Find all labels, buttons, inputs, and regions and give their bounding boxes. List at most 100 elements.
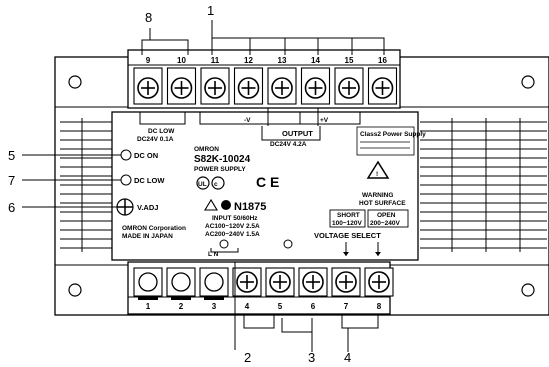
circle-mark-icon	[221, 200, 231, 210]
top-terminal-number: 14	[311, 56, 320, 65]
corp-sub: MADE IN JAPAN	[122, 233, 173, 240]
certification-marks: UL c	[196, 176, 231, 211]
bottom-terminal[interactable]: 6	[298, 267, 328, 311]
dc-low-rating: DC24V 0.1A	[137, 136, 174, 143]
class2-box	[356, 126, 415, 156]
voltage-select-label: VOLTAGE SELECT	[314, 231, 381, 240]
top-terminal[interactable]: 14	[300, 56, 331, 105]
unused-screw-icon	[138, 272, 158, 292]
top-terminal[interactable]: 10	[166, 56, 197, 105]
plus-v-label: +V	[320, 117, 329, 124]
svg-text:UL: UL	[198, 181, 207, 188]
cul-mark-icon	[211, 176, 225, 190]
output-title: OUTPUT	[282, 129, 313, 138]
brand-label: OMRON	[194, 146, 219, 153]
mounting-holes	[68, 75, 535, 297]
cover-bar	[138, 297, 158, 300]
hot-surface-text: HOT SURFACE	[359, 200, 406, 207]
bottom-terminal[interactable]: 3	[199, 267, 229, 311]
terminal-marks-label: L N	[208, 251, 219, 258]
bottom-terminal-number: 3	[212, 302, 217, 311]
open-label: OPEN	[377, 212, 396, 219]
cover-bar	[204, 297, 224, 300]
svg-text:c: c	[214, 181, 218, 188]
bottom-terminal-number: 5	[278, 302, 283, 311]
bottom-terminal-screws: 1 2 3 4 5 6 7 8	[133, 267, 394, 311]
output-rating: DC24V 4.2A	[270, 141, 307, 148]
bottom-terminal-number: 7	[344, 302, 349, 311]
ground-icon	[283, 239, 293, 249]
top-terminal-number: 13	[278, 56, 287, 65]
bottom-jumpers	[243, 314, 379, 333]
top-terminal[interactable]: 11	[200, 56, 230, 105]
bottom-terminal-number: 4	[245, 302, 250, 311]
top-terminal-number: 9	[146, 56, 151, 65]
top-terminal[interactable]: 12	[233, 56, 264, 105]
ac-symbol-icon	[219, 239, 229, 249]
unused-screw-icon	[171, 272, 191, 292]
triangle-mark-icon	[204, 198, 218, 211]
top-terminal[interactable]: 9	[133, 56, 163, 105]
bottom-terminal-number: 1	[146, 302, 151, 311]
warning-text: WARNING	[362, 192, 393, 199]
callout-4: 4	[344, 350, 351, 365]
short-label: SHORT	[337, 212, 360, 219]
callout-1: 1	[207, 3, 214, 18]
ac-terminal-marks	[210, 239, 293, 253]
corp-text: OMRON Corporation	[122, 225, 186, 232]
dc-low-title: DC LOW	[148, 128, 175, 135]
ce-mark: C E	[256, 174, 279, 190]
callout-3: 3	[308, 350, 315, 365]
callout-lines	[22, 20, 385, 352]
short-range: 100~120V	[332, 220, 362, 227]
label-panel	[111, 111, 419, 261]
bottom-terminal-number: 2	[179, 302, 184, 311]
top-terminal[interactable]: 13	[267, 56, 297, 105]
dc-low-led-label: DC LOW	[134, 176, 165, 185]
product-label: POWER SUPPLY	[194, 166, 246, 173]
mounting-hole-top-left	[68, 75, 82, 89]
v-adj-potentiometer[interactable]	[116, 198, 134, 216]
cover-bar	[171, 297, 191, 300]
panel-brackets	[139, 112, 361, 125]
ul-mark-icon	[196, 176, 210, 190]
input-line2: AC200~240V 1.5A	[205, 231, 260, 238]
input-title: INPUT 50/60Hz	[212, 215, 258, 222]
top-terminal-number: 12	[244, 56, 253, 65]
bottom-terminal[interactable]: 7	[331, 267, 361, 311]
bottom-terminal[interactable]: 4	[232, 267, 262, 311]
mounting-hole-bottom-right	[521, 283, 535, 297]
warning-icon	[366, 160, 390, 179]
top-terminal-screws: 9 10 11 12 13 14 15 16	[133, 56, 398, 105]
svg-text:!: !	[376, 171, 378, 178]
class2-text: Class2 Power Supply	[360, 131, 426, 138]
model-label: S82K-10024	[194, 154, 251, 165]
n-mark: N1875	[234, 201, 266, 213]
bottom-terminal-number: 8	[377, 302, 382, 311]
mounting-hole-bottom-left	[68, 283, 82, 297]
callout-8: 8	[145, 10, 152, 25]
callout-6: 6	[8, 200, 15, 215]
bottom-terminal-number: 6	[311, 302, 316, 311]
short-box	[329, 209, 366, 228]
unused-screw-icon	[204, 272, 224, 292]
top-terminal-number: 10	[177, 56, 186, 65]
top-terminal[interactable]: 15	[334, 56, 364, 105]
dc-on-label: DC ON	[134, 151, 158, 160]
callout-7: 7	[8, 173, 15, 188]
v-adj-label: V.ADJ	[137, 203, 158, 212]
bottom-terminal[interactable]: 8	[364, 267, 394, 311]
bottom-terminal[interactable]: 1	[133, 267, 163, 311]
top-terminal[interactable]: 16	[367, 56, 398, 105]
top-terminal-number: 16	[378, 56, 387, 65]
minus-v-label: -V	[244, 117, 251, 124]
callout-5: 5	[8, 148, 15, 163]
top-terminal-number: 15	[345, 56, 354, 65]
callout-2: 2	[244, 350, 251, 365]
open-box	[367, 209, 409, 228]
bottom-terminal[interactable]: 2	[166, 267, 196, 311]
mounting-hole-top-right	[521, 75, 535, 89]
bottom-terminal[interactable]: 5	[265, 267, 295, 311]
top-terminal-number: 11	[211, 56, 220, 65]
